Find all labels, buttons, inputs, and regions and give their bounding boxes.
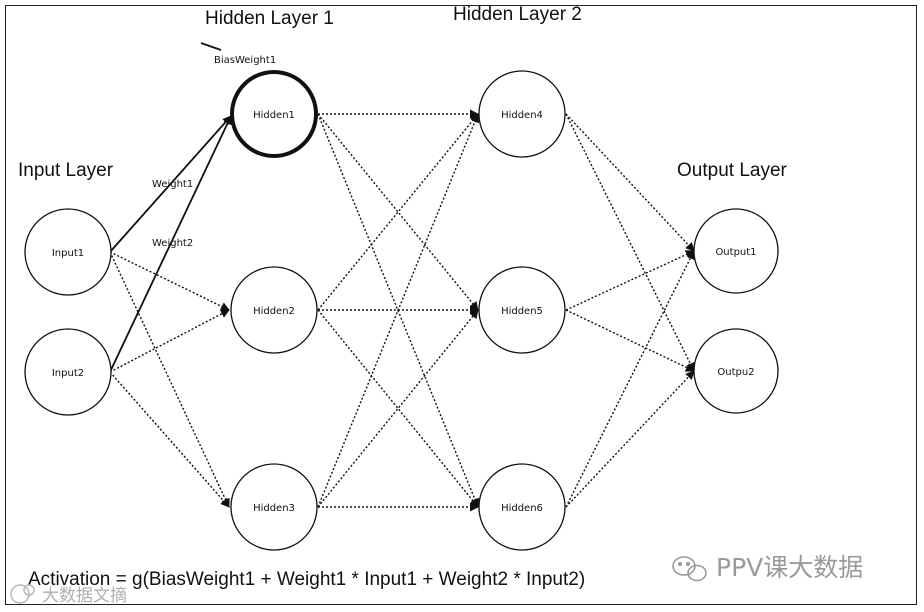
dotted-connections xyxy=(109,109,695,512)
weight1-label: Weight1 xyxy=(152,179,193,190)
weight2-label: Weight2 xyxy=(152,238,193,249)
edge-hidden6-output2 xyxy=(565,370,695,508)
label-output1: Output1 xyxy=(715,247,756,258)
nodes xyxy=(24,70,779,551)
node-hidden2 xyxy=(230,266,318,354)
edge-hidden5-output1 xyxy=(565,250,695,311)
bias-tick xyxy=(200,42,222,51)
label-hidden6: Hidden6 xyxy=(501,503,543,514)
label-hidden4: Hidden4 xyxy=(501,110,543,121)
edge-input2-hidden1 xyxy=(109,115,232,373)
brand-watermark-text: PPV课大数据 xyxy=(716,553,863,582)
label-output2: Outpu2 xyxy=(717,367,754,378)
edge-input2-hidden2 xyxy=(109,309,230,373)
edge-input2-hidden3 xyxy=(109,371,230,508)
node-input2 xyxy=(24,328,112,416)
node-hidden3 xyxy=(230,463,318,551)
watermark-logo-icon xyxy=(10,584,35,604)
edge-hidden4-output2 xyxy=(565,113,695,372)
brand-watermark: PPV课大数据 xyxy=(672,553,863,582)
node-hidden5 xyxy=(478,266,566,354)
diagram-frame xyxy=(5,5,917,605)
node-input1 xyxy=(24,208,112,296)
layer-title-output: Output Layer xyxy=(677,160,788,181)
corner-watermark-text: 大数据文摘 xyxy=(42,586,127,606)
edge-hidden3-hidden4 xyxy=(317,113,480,508)
edge-input1-hidden3 xyxy=(109,251,230,508)
label-hidden2: Hidden2 xyxy=(253,306,295,317)
label-hidden1: Hidden1 xyxy=(253,110,295,121)
node-hidden1 xyxy=(230,70,318,158)
bias-weight1-label: BiasWeight1 xyxy=(214,55,276,66)
solid-connections xyxy=(109,42,232,373)
edge-hidden4-output1 xyxy=(565,113,695,252)
edge-input1-hidden1 xyxy=(109,115,232,253)
node-hidden4 xyxy=(478,70,566,158)
label-input1: Input1 xyxy=(52,248,84,259)
label-input2: Input2 xyxy=(52,368,84,379)
activation-formula: Activation = g(BiasWeight1 + Weight1 * I… xyxy=(28,569,585,590)
node-output1 xyxy=(693,208,779,294)
edge-hidden3-hidden5 xyxy=(317,309,479,508)
edge-hidden2-hidden6 xyxy=(317,309,479,508)
node-labels: Input1 Input2 Hidden1 Hidden2 Hidden3 Hi… xyxy=(52,110,757,514)
label-hidden3: Hidden3 xyxy=(253,503,295,514)
label-hidden5: Hidden5 xyxy=(501,306,543,317)
edge-input1-hidden2 xyxy=(109,251,230,311)
corner-watermark: 大数据文摘 xyxy=(10,584,127,606)
node-output2 xyxy=(693,328,779,414)
layer-title-input: Input Layer xyxy=(18,160,114,181)
edge-hidden6-output1 xyxy=(565,250,695,508)
layer-title-hidden2: Hidden Layer 2 xyxy=(453,4,582,25)
node-hidden6 xyxy=(478,463,566,551)
layer-title-hidden1: Hidden Layer 1 xyxy=(205,8,334,29)
edge-hidden5-output2 xyxy=(565,309,695,372)
wechat-icon xyxy=(672,556,707,582)
